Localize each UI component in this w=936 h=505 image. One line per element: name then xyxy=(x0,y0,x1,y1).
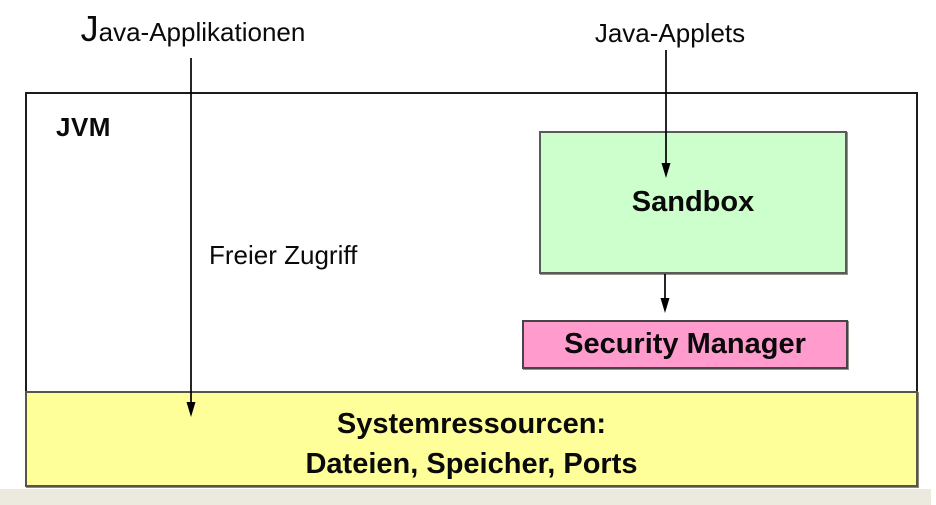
sandbox-label: Sandbox xyxy=(631,186,755,218)
java-applications-label: Java-Applikationen xyxy=(80,8,306,49)
footer-strip xyxy=(0,489,931,505)
sandbox-box: Sandbox xyxy=(539,131,847,274)
system-resources-title: Systemressourcen: xyxy=(336,408,607,440)
free-access-label: Freier Zugriff xyxy=(209,240,358,270)
system-resources-items: Dateien, Speicher, Ports xyxy=(305,448,638,480)
jvm-label: JVM xyxy=(56,112,111,142)
security-manager-label: Security Manager xyxy=(564,328,806,360)
java-applets-label: Java-Applets xyxy=(594,18,746,48)
security-manager-box: Security Manager xyxy=(522,320,848,369)
system-resources-box: Systemressourcen: Dateien, Speicher, Por… xyxy=(25,391,918,487)
